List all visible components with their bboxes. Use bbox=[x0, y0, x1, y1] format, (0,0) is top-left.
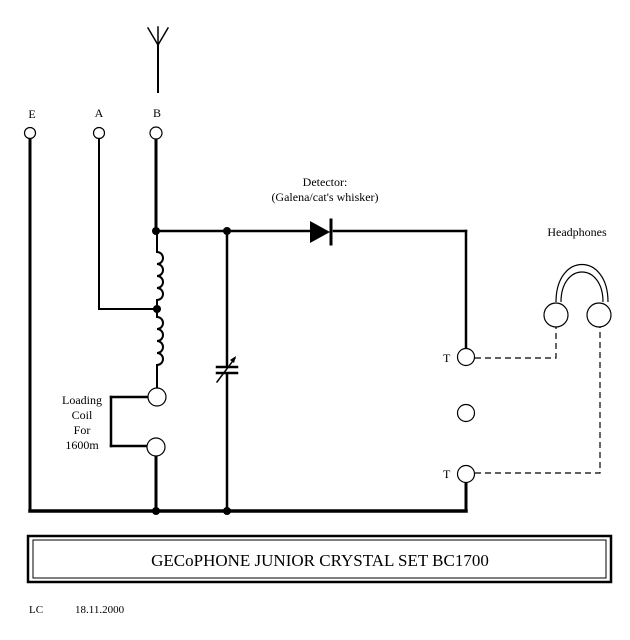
junction-dot bbox=[223, 227, 231, 235]
headphones-label: Headphones bbox=[547, 225, 607, 239]
diagram-title: GECoPHONE JUNIOR CRYSTAL SET BC1700 bbox=[151, 551, 489, 570]
headphone-leads bbox=[475, 327, 601, 474]
title-block: GECoPHONE JUNIOR CRYSTAL SET BC1700 bbox=[26, 534, 613, 584]
loading-coil-label-2: Coil bbox=[72, 408, 93, 422]
terminal-label-a: A bbox=[95, 106, 104, 120]
loading-coil-label-3: For bbox=[74, 423, 91, 437]
phone-terminal-label-bottom: T bbox=[443, 467, 451, 481]
junction-dot bbox=[152, 227, 160, 235]
junction-dot bbox=[152, 507, 160, 515]
loading-coil-terminal-top[interactable] bbox=[147, 387, 167, 407]
drawing-date: 18.11.2000 bbox=[75, 604, 125, 616]
loading-coil-label-1: Loading bbox=[62, 393, 102, 407]
phone-terminal-top[interactable] bbox=[456, 347, 476, 367]
detector-diode-icon bbox=[310, 218, 333, 246]
phone-terminal-label-top: T bbox=[443, 351, 451, 365]
terminal-label-e: E bbox=[28, 107, 35, 121]
antenna-icon bbox=[146, 26, 170, 93]
tuning-coil-inductor-icon bbox=[155, 250, 164, 367]
phone-terminal-bottom[interactable] bbox=[456, 464, 476, 484]
spare-terminal[interactable] bbox=[456, 403, 476, 423]
terminal-b[interactable] bbox=[149, 126, 163, 140]
detector-sublabel: (Galena/cat's whisker) bbox=[271, 190, 378, 204]
terminal-label-b: B bbox=[153, 106, 161, 120]
variable-capacitor-icon bbox=[215, 356, 239, 384]
terminal-a[interactable] bbox=[92, 126, 106, 140]
junction-dot bbox=[223, 507, 231, 515]
terminal-e[interactable] bbox=[23, 126, 37, 140]
author-initials: LC bbox=[29, 604, 43, 616]
loading-coil-label-4: 1600m bbox=[65, 438, 99, 452]
loading-coil-terminal-bottom[interactable] bbox=[146, 437, 166, 457]
headphones-icon bbox=[543, 264, 612, 328]
junction-dot bbox=[153, 305, 161, 313]
detector-label: Detector: bbox=[303, 175, 348, 189]
wiring bbox=[28, 137, 468, 513]
